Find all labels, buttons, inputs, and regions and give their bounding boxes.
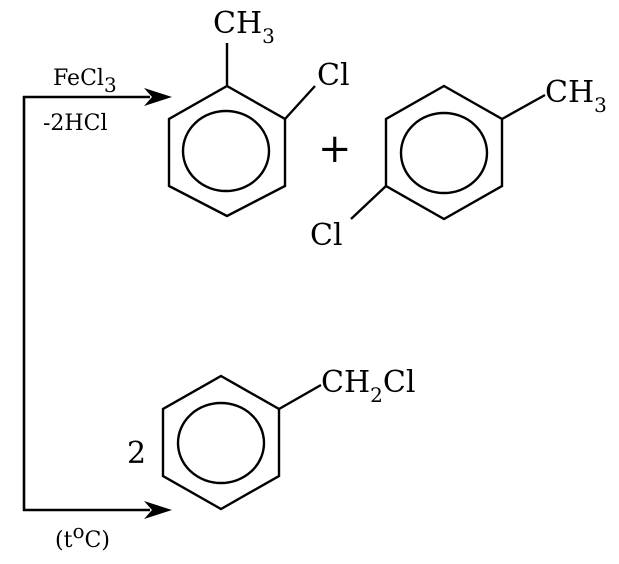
methyl-bond <box>501 93 546 121</box>
para-chlorotoluene: CH3 Cl <box>310 75 607 253</box>
benzene-ring-hexagon <box>384 84 504 221</box>
benzene-ring-hexagon <box>161 374 281 511</box>
chloromethyl-label: CH2Cl <box>321 365 415 407</box>
lower-arrowhead <box>144 501 172 519</box>
stoichiometric-coefficient: 2 <box>127 436 146 471</box>
aromatic-circle <box>399 111 489 195</box>
chloro-bond <box>284 85 316 120</box>
reaction-path <box>22 88 172 519</box>
ortho-chlorotoluene: CH3 Cl <box>167 6 350 218</box>
chloro-label: Cl <box>317 58 350 93</box>
benzyl-chloride: CH2Cl <box>161 365 415 511</box>
plus-sign: + <box>318 126 352 172</box>
methyl-label: CH3 <box>213 6 275 48</box>
upper-arrowhead <box>144 88 172 106</box>
chloro-bond <box>350 185 387 220</box>
benzene-ring-hexagon <box>167 84 287 218</box>
byproduct-label: -2HCl <box>43 111 108 136</box>
aromatic-circle <box>181 109 271 193</box>
catalyst-label: FeCl3 <box>53 66 117 97</box>
aromatic-circle <box>176 401 266 485</box>
chloro-label: Cl <box>310 218 343 253</box>
temperature-label: (toC) <box>55 519 110 553</box>
chloromethyl-bond <box>278 383 322 411</box>
methyl-label: CH3 <box>545 75 607 117</box>
